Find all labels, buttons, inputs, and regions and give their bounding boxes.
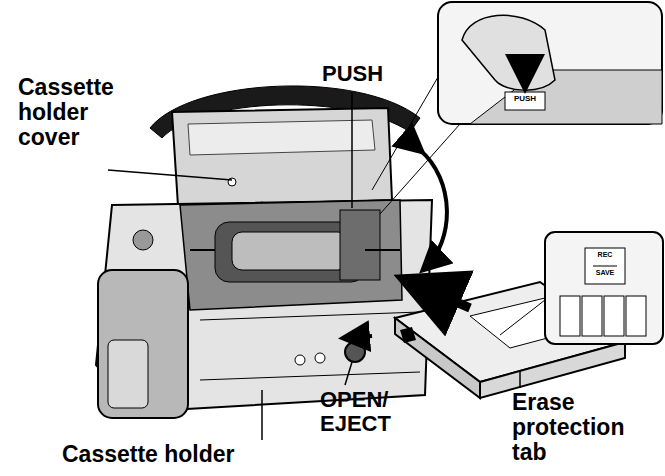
eject-button (345, 342, 365, 362)
tab-inset (545, 232, 663, 344)
part-label: Erase protection tab (512, 390, 652, 464)
cover-panel (172, 108, 392, 206)
cover-window (188, 120, 375, 155)
part-label: OPEN/ EJECT (320, 388, 420, 436)
part-label: Cassette holder cover (18, 75, 136, 149)
finger (462, 15, 555, 90)
open-close-arrow (420, 150, 447, 268)
leader-line (351, 92, 353, 208)
part-label: Cassette holder (62, 442, 312, 467)
insert-arrow (410, 282, 470, 308)
leader-line (261, 390, 263, 440)
push-inset (438, 2, 662, 124)
lens-block (98, 270, 188, 418)
switch-text: REC (587, 251, 623, 259)
leader-line (519, 370, 521, 388)
part-label: PUSH (322, 62, 412, 86)
holder-mechanism (180, 200, 402, 310)
leader-line (108, 170, 232, 180)
button-text: PUSH (507, 95, 543, 104)
switch-text: SAVE (587, 269, 623, 277)
leader-line (345, 362, 352, 385)
